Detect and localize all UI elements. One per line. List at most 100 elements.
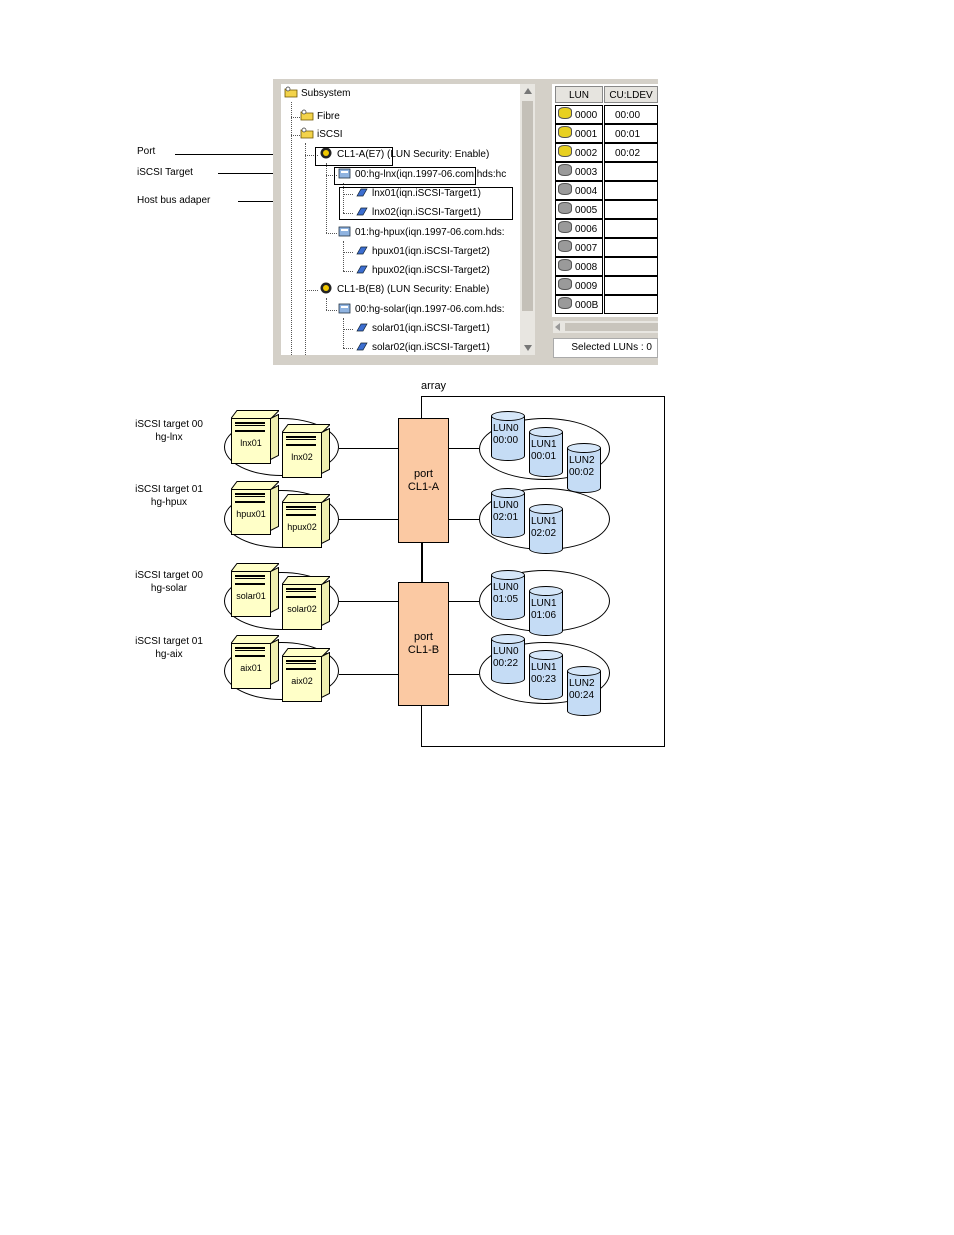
server-side: [321, 580, 330, 626]
ldev-cell[interactable]: 00:01: [604, 124, 658, 143]
lun-number: 0009: [575, 281, 598, 292]
cylinder-mask: [492, 526, 524, 532]
tree-node-label: hpux01(iqn.iSCSI-Target2): [372, 246, 490, 257]
tree-node-label: 00:hg-lnx(iqn.1997-06.com.hds:hc: [355, 169, 507, 180]
tree-line: [326, 163, 327, 233]
lun-id: LUN2: [569, 678, 595, 689]
tree-node-label: Fibre: [317, 111, 340, 122]
lun-ldev: 02:01: [493, 512, 519, 523]
port-word: port: [414, 467, 433, 480]
tree-node-port-cl1-b[interactable]: CL1-B(E8) (LUN Security: Enable): [320, 282, 489, 298]
server-slots: [235, 496, 265, 497]
ldev-column-header[interactable]: CU:LDEV: [604, 86, 658, 103]
lun-cell[interactable]: 0009: [555, 276, 603, 295]
scroll-up-icon[interactable]: [524, 88, 532, 94]
server-slots: [235, 425, 265, 426]
lun-ldev: 00:01: [531, 451, 557, 462]
hba-icon: [356, 342, 368, 351]
hba-icon: [356, 188, 368, 197]
ldev-cell[interactable]: [604, 238, 658, 257]
lun-cell[interactable]: 0005: [555, 200, 603, 219]
tree-line: [343, 213, 353, 214]
cylinder-mask: [492, 449, 524, 455]
lun-cell[interactable]: 0006: [555, 219, 603, 238]
lun-cell[interactable]: 0004: [555, 181, 603, 200]
scroll-left-icon[interactable]: [555, 323, 560, 331]
port-to-lun-wire: [448, 674, 479, 675]
tree-node-host-group-hpux[interactable]: 01:hg-hpux(iqn.1997-06.com.hds:: [338, 225, 505, 241]
lun-ldev: 01:06: [531, 610, 557, 621]
selected-luns-status: Selected LUNs : 0: [553, 338, 658, 358]
tree-node-label: lnx01(iqn.iSCSI-Target1): [372, 188, 481, 199]
lun-cell[interactable]: 000B: [555, 295, 603, 314]
ldev-cell[interactable]: 00:02: [604, 143, 658, 162]
target-group-label: iSCSI target 00 hg-lnx: [128, 418, 210, 444]
cylinder-mask: [530, 465, 562, 471]
tree-node-hba-solar02[interactable]: solar02(iqn.iSCSI-Target1): [355, 340, 490, 356]
lun-cell[interactable]: 0001: [555, 124, 603, 143]
tree-node-hba-hpux01[interactable]: hpux01(iqn.iSCSI-Target2): [355, 244, 490, 260]
tree-node-port-cl1-a[interactable]: CL1-A(E7) (LUN Security: Enable): [320, 147, 489, 163]
callout-host-bus-adapter: Host bus adaper: [137, 195, 211, 206]
scroll-down-icon[interactable]: [524, 345, 532, 351]
free-lun-icon: [558, 278, 572, 290]
ldev-cell[interactable]: [604, 200, 658, 219]
ldev-cell[interactable]: [604, 181, 658, 200]
server-side: [270, 414, 279, 460]
tree-node-hba-hpux02[interactable]: hpux02(iqn.iSCSI-Target2): [355, 263, 490, 279]
lun-cell[interactable]: 0002: [555, 143, 603, 162]
port-highlight-box: [315, 147, 393, 166]
cylinder-top: [529, 586, 563, 596]
tree-node-hba-lnx02[interactable]: lnx02(iqn.iSCSI-Target1): [355, 205, 481, 221]
host-group-icon: [338, 168, 351, 179]
tree-node-subsystem[interactable]: Subsystem: [284, 86, 350, 102]
server-side: [321, 652, 330, 698]
hba-icon: [356, 207, 368, 216]
lun-column-header[interactable]: LUN: [555, 86, 603, 103]
server-slots: [286, 506, 316, 516]
target-label-line: iSCSI target 00: [135, 419, 203, 430]
ldev-cell[interactable]: [604, 276, 658, 295]
tree-scroll-thumb[interactable]: [522, 101, 533, 311]
lun-id: LUN2: [569, 455, 595, 466]
lun-cell[interactable]: 0000: [555, 105, 603, 124]
tree-node-hba-lnx01[interactable]: lnx01(iqn.iSCSI-Target1): [355, 186, 481, 202]
ldev-cell[interactable]: [604, 219, 658, 238]
hba-icon: [356, 265, 368, 274]
ldev-cell[interactable]: [604, 257, 658, 276]
server-slots: [235, 650, 265, 651]
server-side: [270, 567, 279, 613]
tree-node-label: 00:hg-solar(iqn.1997-06.com.hds:: [355, 304, 505, 315]
port-to-lun-wire: [448, 519, 479, 520]
cylinder-top: [491, 488, 525, 498]
ldev-cell[interactable]: [604, 295, 658, 314]
lun-cell[interactable]: 0008: [555, 257, 603, 276]
tree-line: [343, 241, 344, 271]
port-name: CL1-A: [407, 480, 440, 493]
tree-node-hba-solar01[interactable]: solar01(iqn.iSCSI-Target1): [355, 321, 490, 337]
free-lun-icon: [558, 202, 572, 214]
target-label-line: iSCSI target 01: [135, 636, 203, 647]
lun-scroll-thumb[interactable]: [565, 323, 658, 331]
server-slots: [286, 439, 316, 440]
ldev-cell[interactable]: [604, 162, 658, 181]
tree-node-fibre[interactable]: Fibre: [300, 109, 340, 125]
free-lun-icon: [558, 259, 572, 271]
cylinder-top: [491, 570, 525, 580]
cylinder-mask: [492, 608, 524, 614]
lun-cell[interactable]: 0007: [555, 238, 603, 257]
ldev-cell[interactable]: 00:00: [604, 105, 658, 124]
cylinder-top: [491, 634, 525, 644]
tree-node-host-group-solar[interactable]: 00:hg-solar(iqn.1997-06.com.hds:: [338, 302, 505, 318]
port-icon: [320, 282, 332, 294]
assigned-lun-icon: [558, 145, 572, 157]
server-slots: [286, 660, 316, 670]
tree-node-label: solar02(iqn.iSCSI-Target1): [372, 342, 490, 353]
lun-cell[interactable]: 0003: [555, 162, 603, 181]
tree-node-host-group-lnx[interactable]: 00:hg-lnx(iqn.1997-06.com.hds:hc: [338, 167, 506, 183]
tree-node-iscsi[interactable]: iSCSI: [300, 127, 343, 143]
